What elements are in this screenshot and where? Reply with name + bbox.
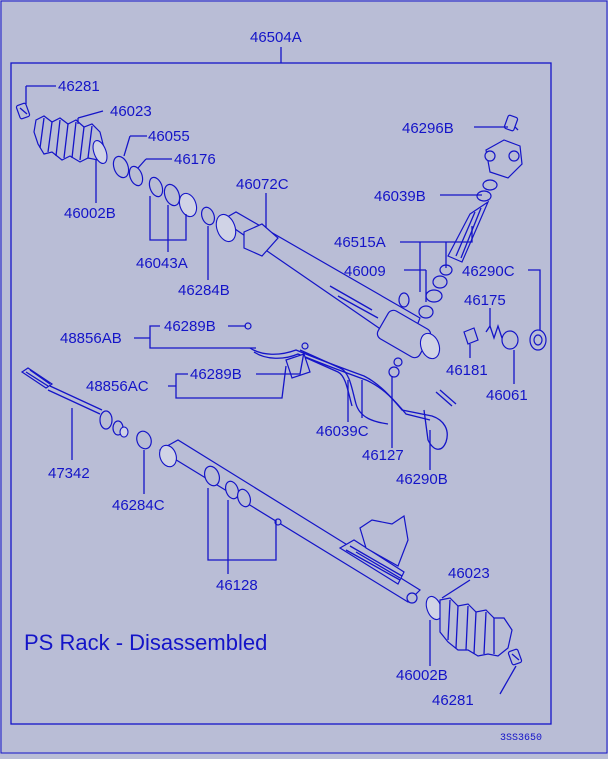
tie-rod-47342 <box>20 367 129 438</box>
label-46289B-top: 46289B <box>164 318 216 335</box>
label-46284C: 46284C <box>112 497 165 514</box>
valve-top-46296B <box>484 114 523 179</box>
boot-46023-top <box>33 115 108 165</box>
label-46296B: 46296B <box>402 120 454 137</box>
label-assembly: 46504A <box>250 29 302 46</box>
label-46176: 46176 <box>174 151 216 168</box>
label-46290C: 46290C <box>462 263 515 280</box>
label-46009: 46009 <box>344 263 386 280</box>
label-46515A: 46515A <box>334 234 386 251</box>
drawing-code: 3SS3650 <box>500 733 542 744</box>
pressure-pipes <box>244 322 457 450</box>
clip-46281-bottom <box>507 648 523 666</box>
ring-46055 <box>112 155 130 179</box>
label-46284B: 46284B <box>178 282 230 299</box>
label-46039C: 46039C <box>316 423 369 440</box>
label-47342: 47342 <box>48 465 90 482</box>
rack-bar-46128 <box>158 439 421 604</box>
label-46072C: 46072C <box>236 176 289 193</box>
label-46281-top: 46281 <box>58 78 100 95</box>
adjuster-parts <box>463 323 547 351</box>
boot-46023-bottom <box>425 595 513 657</box>
label-46002B-bottom: 46002B <box>396 667 448 684</box>
housing-46072C <box>215 211 441 360</box>
washer-46284C <box>136 430 152 450</box>
label-46002B-top: 46002B <box>64 205 116 222</box>
label-46055: 46055 <box>148 128 190 145</box>
label-46127: 46127 <box>362 447 404 464</box>
label-46290B: 46290B <box>396 471 448 488</box>
diagram-caption: PS Rack - Disassembled <box>24 630 267 655</box>
leader-lines <box>25 85 541 695</box>
label-46043A: 46043A <box>136 255 188 272</box>
label-46023-top: 46023 <box>110 103 152 120</box>
label-46181: 46181 <box>446 362 488 379</box>
label-46281-bottom: 46281 <box>432 692 474 709</box>
label-48856AC: 48856AC <box>86 378 149 395</box>
clip-46281-top <box>15 102 31 120</box>
label-46039B: 46039B <box>374 188 426 205</box>
seals-46043A <box>148 176 198 218</box>
label-46289B-mid: 46289B <box>190 366 242 383</box>
label-48856AB: 48856AB <box>60 330 122 347</box>
label-46128: 46128 <box>216 577 258 594</box>
label-46023-bottom: 46023 <box>448 565 490 582</box>
ring-46176 <box>128 165 144 187</box>
washer-46284B <box>200 206 216 226</box>
label-46061: 46061 <box>486 387 528 404</box>
label-46175: 46175 <box>464 292 506 309</box>
